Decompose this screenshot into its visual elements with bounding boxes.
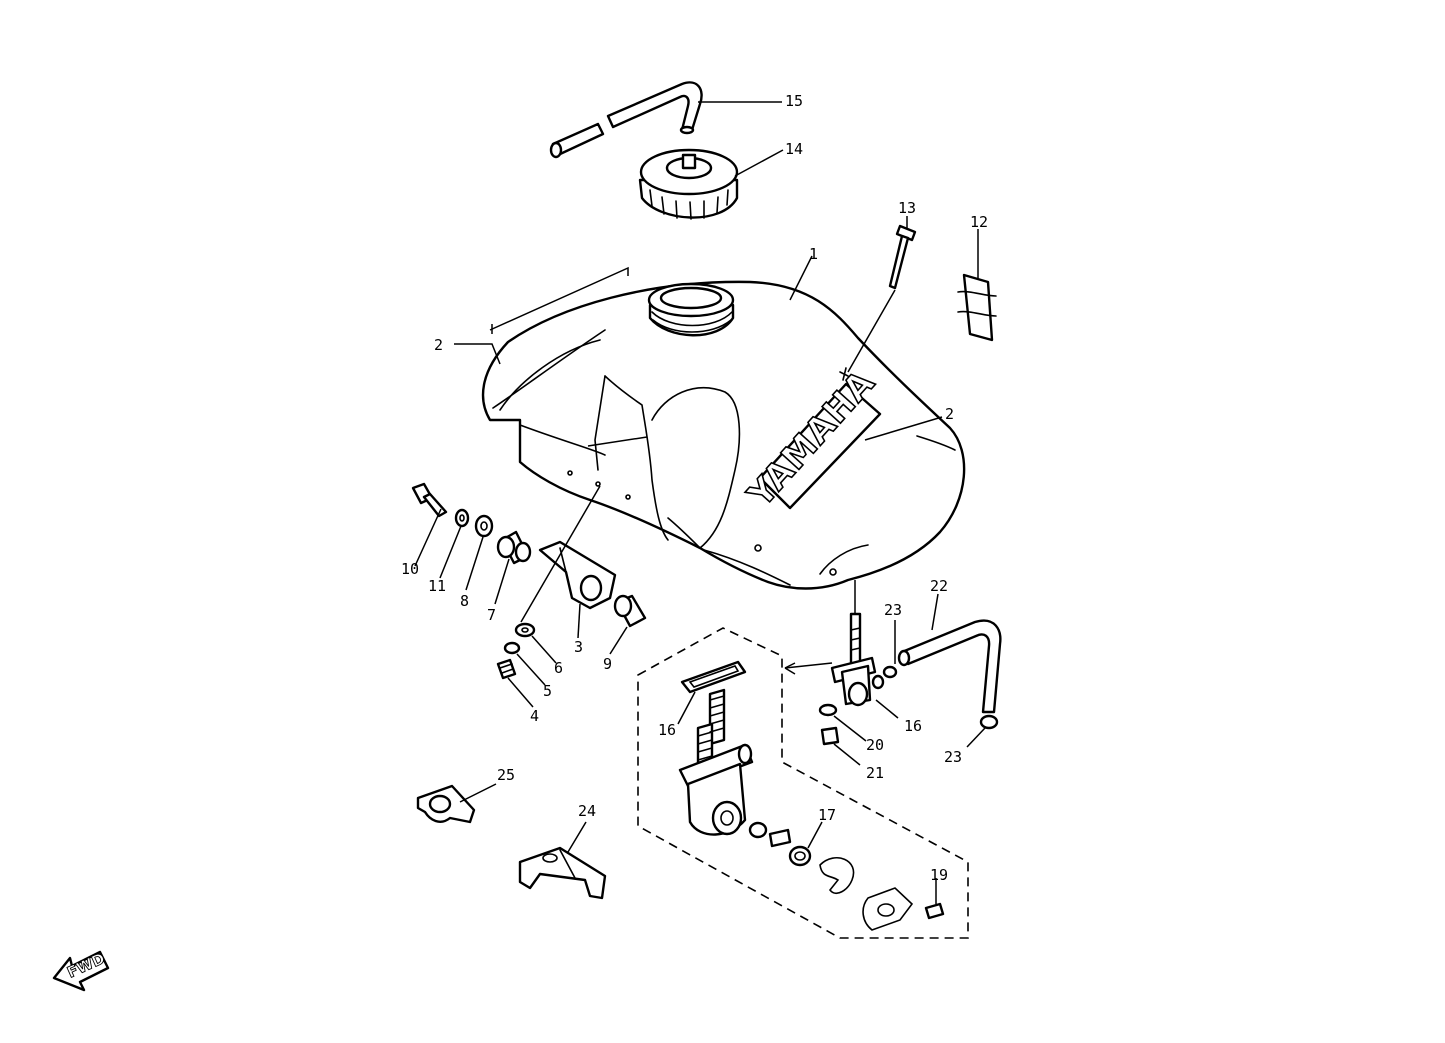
callout-8: 8 xyxy=(460,592,469,610)
fuel-cap-part[interactable] xyxy=(638,148,739,220)
fuel-pipe-part[interactable] xyxy=(897,619,1002,714)
callout-20: 20 xyxy=(866,736,884,754)
callout-19: 19 xyxy=(930,866,948,884)
callout-24: 24 xyxy=(578,802,596,820)
callout-1: 1 xyxy=(809,245,818,263)
callout-16-assembled: 16 xyxy=(904,717,922,735)
filler-neck-part xyxy=(647,282,735,337)
callout-3: 3 xyxy=(574,638,583,656)
fuel-cock-spring-part[interactable] xyxy=(748,821,792,848)
forward-direction-arrow: FWD xyxy=(52,949,110,992)
fuel-cock-screw-part[interactable] xyxy=(820,726,840,746)
fuel-tank-part[interactable] xyxy=(481,280,966,590)
callout-23-lower: 23 xyxy=(944,748,962,766)
lock-washer-part[interactable] xyxy=(454,508,470,528)
breather-hose-part[interactable] xyxy=(549,81,703,159)
callout-13: 13 xyxy=(898,199,916,217)
callout-14: 14 xyxy=(785,140,803,158)
fuel-cock-part[interactable] xyxy=(830,612,885,707)
callout-16-inset: 16 xyxy=(658,721,676,739)
damper-bracket-part[interactable] xyxy=(518,846,607,900)
callout-5: 5 xyxy=(543,682,552,700)
fuel-cock-washer-part[interactable] xyxy=(818,703,838,717)
hose-clip-part[interactable] xyxy=(979,714,999,730)
damper-part[interactable] xyxy=(957,273,997,342)
tank-bracket-part[interactable] xyxy=(538,540,617,610)
mounting-screw-part[interactable] xyxy=(496,658,517,680)
callout-7: 7 xyxy=(487,606,496,624)
callout-10: 10 xyxy=(401,560,419,578)
hose-clip-part[interactable] xyxy=(882,665,898,679)
callout-2-emblem: 2 xyxy=(945,405,954,423)
small-washer-part[interactable] xyxy=(514,622,536,638)
callout-labels: 15 14 13 12 1 2 2 10 11 8 7 3 9 6 5 4 22… xyxy=(401,92,988,884)
spring-washer-part[interactable] xyxy=(503,641,521,655)
callout-22: 22 xyxy=(930,577,948,595)
callout-11: 11 xyxy=(428,577,446,595)
o-ring-part[interactable] xyxy=(788,845,812,867)
leader-lines xyxy=(414,101,986,904)
tank-holder-part[interactable] xyxy=(416,784,476,824)
lever-seal-part[interactable] xyxy=(819,856,855,895)
callout-17: 17 xyxy=(818,806,836,824)
callout-23-upper: 23 xyxy=(884,601,902,619)
callout-2-cover: 2 xyxy=(434,336,443,354)
rubber-grommet-part[interactable] xyxy=(496,530,532,565)
callout-4: 4 xyxy=(530,707,539,725)
collar-part[interactable] xyxy=(613,594,647,628)
callout-6: 6 xyxy=(554,659,563,677)
fuel-cock-gasket-part[interactable] xyxy=(680,660,747,694)
callout-15: 15 xyxy=(785,92,803,110)
callout-25: 25 xyxy=(497,766,515,784)
callout-12: 12 xyxy=(970,213,988,231)
callout-9: 9 xyxy=(603,655,612,673)
cover-plate-part[interactable] xyxy=(862,887,914,931)
fuel-cock-body-part[interactable] xyxy=(678,688,754,836)
bolt-part[interactable] xyxy=(888,224,917,290)
callout-21: 21 xyxy=(866,764,884,782)
cover-screw-part[interactable] xyxy=(924,902,945,920)
mounting-bolt-part[interactable] xyxy=(411,482,448,518)
plain-washer-part[interactable] xyxy=(474,514,494,538)
